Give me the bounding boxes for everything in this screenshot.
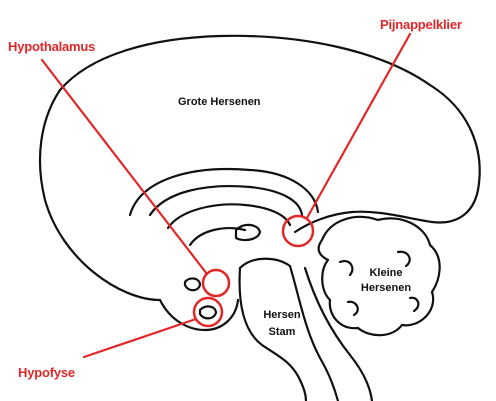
hypothalamus-leader	[42, 60, 207, 274]
hypofyse-label: Hypofyse	[18, 366, 75, 379]
cerebellum-label-line2: Hersenen	[356, 283, 416, 294]
thalamus	[236, 225, 260, 240]
hypofyse-marker	[194, 298, 222, 326]
cerebrum-label: Grote Hersenen	[178, 97, 261, 108]
pijnappelklier-leader	[307, 34, 410, 218]
brainstem-label: Hersen Stam	[252, 310, 312, 338]
cerebrum-outline	[40, 36, 480, 300]
cerebellum-label-line1: Kleine	[356, 268, 416, 279]
cerebellum-label: Kleine Hersenen	[356, 268, 416, 294]
corpus-callosum	[130, 169, 318, 215]
brainstem-label-line1: Hersen	[252, 310, 312, 321]
pijnappelklier-label: Pijnappelklier	[380, 18, 462, 31]
hypofyse-leader	[84, 319, 196, 357]
hypothalamus-label: Hypothalamus	[8, 40, 95, 53]
brainstem-label-line2: Stam	[252, 327, 312, 338]
